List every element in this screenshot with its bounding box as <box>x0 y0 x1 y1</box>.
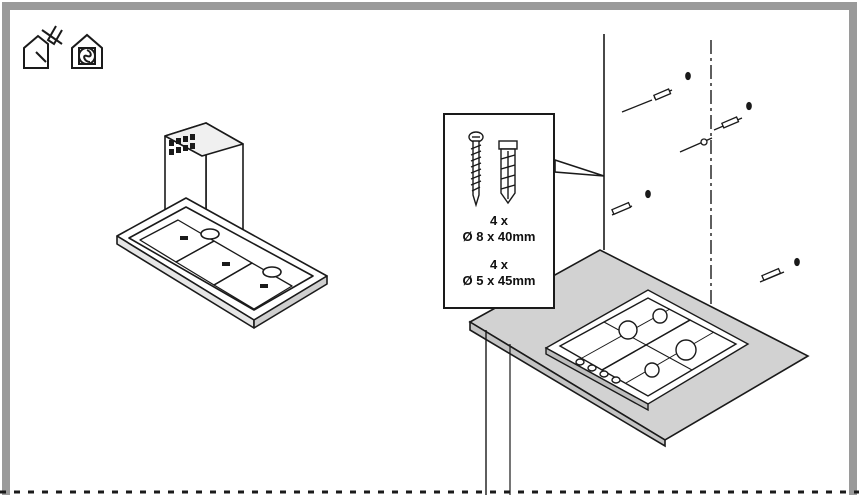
burner <box>644 362 660 378</box>
worktop-front-edge <box>469 320 666 448</box>
burner <box>675 339 697 361</box>
fixing-screw <box>759 257 800 283</box>
fixing-screw <box>713 101 752 131</box>
fixing-screw <box>621 71 691 113</box>
burner <box>652 308 668 324</box>
fixing-kit-callout: 4 x Ø 8 x 40mm 4 x Ø 5 x 45mm <box>443 113 555 309</box>
fixing-screw <box>679 137 713 153</box>
fixing-set-2-quantity: 4 x <box>489 257 509 272</box>
house-with-tools-icon <box>23 25 63 69</box>
burner <box>618 320 638 340</box>
fixing-screw <box>611 189 651 216</box>
range-hood-illustration <box>116 122 328 329</box>
callout-pointer <box>554 158 605 177</box>
gas-hob-illustration <box>544 289 750 412</box>
wall-plug-icon <box>498 140 518 205</box>
fixing-parts-drawing <box>468 131 518 208</box>
hood-lamp-right <box>262 266 282 278</box>
hood-lamp-left <box>200 228 220 240</box>
screw-icon <box>468 131 484 208</box>
fixing-set-1-quantity: 4 x <box>489 213 509 228</box>
hood-canopy-side-rim <box>253 275 328 329</box>
fixing-set-1-size: Ø 8 x 40mm <box>462 229 536 244</box>
house-with-fan-icon <box>71 33 103 69</box>
fixing-set-2-size: Ø 5 x 45mm <box>462 273 536 288</box>
wall-fixings <box>611 71 800 283</box>
hood-grease-filters <box>139 219 293 310</box>
wall-illustration <box>603 34 712 308</box>
hob-control-knobs <box>575 358 621 384</box>
hob-grid-right <box>600 319 738 397</box>
hob-edge <box>545 346 649 412</box>
hood-chimney-top <box>164 122 244 157</box>
chimney-vent-slots <box>169 134 195 155</box>
